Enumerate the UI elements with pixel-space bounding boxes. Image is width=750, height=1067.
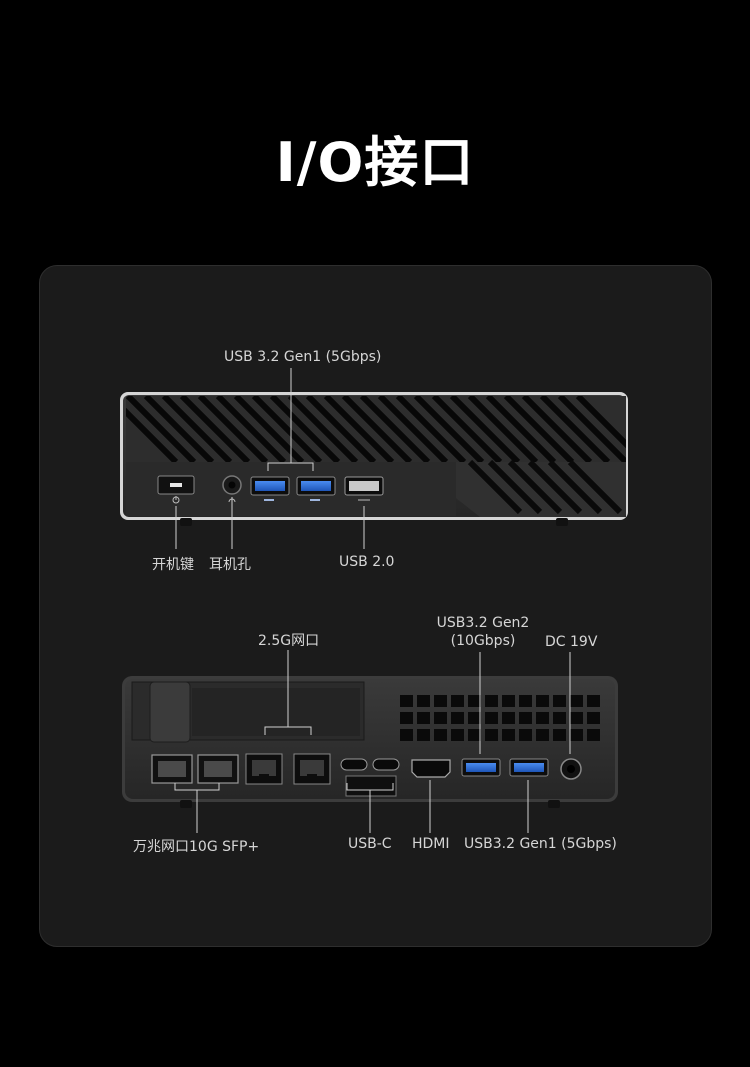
- io-panel: [39, 265, 712, 947]
- lan-port-1[interactable]: [245, 753, 283, 785]
- front-device: [120, 368, 628, 549]
- label-usb32-gen2-line2: (10Gbps): [450, 633, 516, 649]
- page-title: I/O接口: [275, 131, 475, 194]
- power-icon: [172, 496, 180, 504]
- usbc-port-2[interactable]: [372, 758, 400, 771]
- label-usb32-gen2-line1: USB3.2 Gen2: [436, 615, 530, 631]
- label-power-key: 开机键: [152, 557, 194, 573]
- power-button[interactable]: [157, 475, 195, 495]
- label-headphone: 耳机孔: [209, 557, 251, 573]
- label-hdmi: HDMI: [412, 836, 450, 852]
- rear-usb3-gen1-port[interactable]: [509, 758, 549, 777]
- rear-vent-grille: [400, 695, 600, 741]
- dc-jack[interactable]: [560, 758, 582, 780]
- headphone-jack[interactable]: [222, 475, 242, 495]
- front-usb2-port[interactable]: [344, 476, 384, 496]
- lan-port-2[interactable]: [293, 753, 331, 785]
- usbc-port-1[interactable]: [340, 758, 368, 771]
- rear-callout-lines: [174, 650, 571, 833]
- label-usbc: USB-C: [348, 836, 392, 852]
- label-front-usb3-gen1: USB 3.2 Gen1 (5Gbps): [224, 349, 382, 365]
- sfp-port-2[interactable]: [197, 754, 239, 784]
- usb-ss-icon: [264, 499, 320, 501]
- rear-usb3-gen2-port[interactable]: [461, 758, 501, 777]
- front-usb3-port-1[interactable]: [250, 476, 290, 496]
- label-dc: DC 19V: [545, 634, 598, 650]
- front-vent-grille: [126, 396, 626, 462]
- label-rear-usb3-gen1: USB3.2 Gen1 (5Gbps): [464, 836, 617, 852]
- sfp-port-1[interactable]: [151, 754, 193, 784]
- front-usb3-port-2[interactable]: [296, 476, 336, 496]
- hdmi-port[interactable]: [411, 759, 451, 778]
- label-lan-25g: 2.5G网口: [258, 633, 320, 649]
- label-usb20: USB 2.0: [339, 554, 395, 570]
- rear-device: [122, 650, 618, 833]
- label-sfp: 万兆网口10G SFP+: [133, 839, 260, 855]
- front-callout-lines: [175, 368, 365, 549]
